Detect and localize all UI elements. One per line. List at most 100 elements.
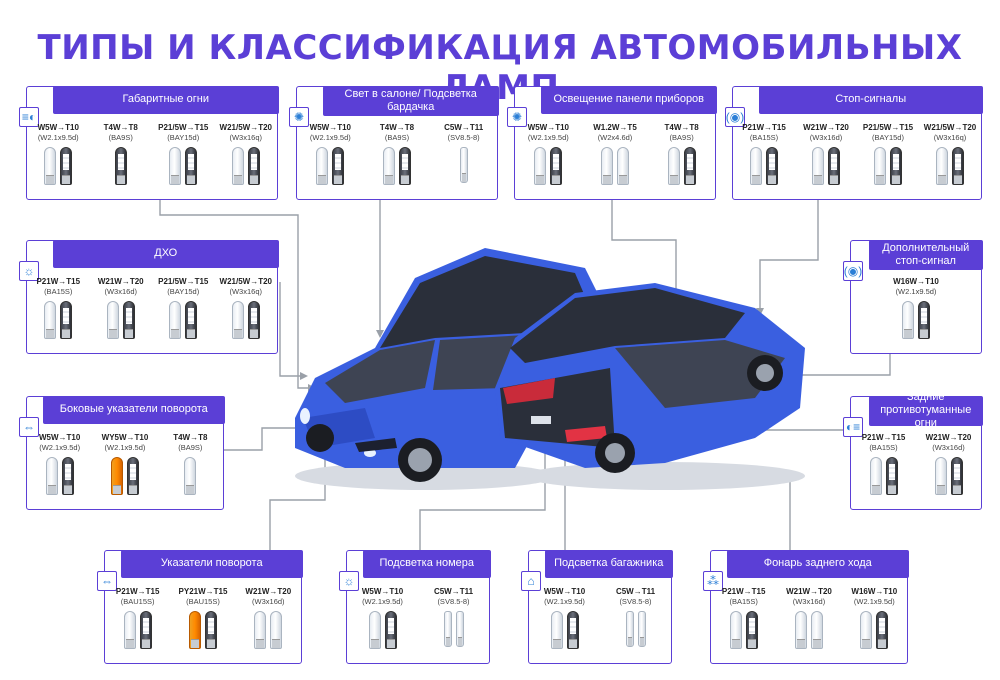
halogen-bulb — [254, 611, 267, 649]
lamp-images — [534, 147, 563, 185]
lamp-code: W5W→T10 — [527, 123, 569, 132]
halogen-bulb — [184, 457, 197, 495]
halogen-bulb — [936, 147, 948, 185]
lamp-base: (BAU15S) — [120, 597, 155, 606]
halogen-bulb — [123, 611, 136, 649]
led-bulb — [876, 611, 889, 649]
lamp-base: (BA15S) — [44, 287, 73, 296]
connector-gabarit — [159, 200, 308, 389]
halogen-bulb — [44, 147, 57, 185]
lamp-base: (W2x4.6d) — [597, 133, 633, 142]
lamp-base: (W3x16d) — [792, 597, 826, 606]
lamp-base: (W2.1x9.5d) — [362, 597, 403, 606]
led-bulb — [60, 301, 73, 339]
halogen-bulb — [44, 301, 57, 339]
card-extrastop: Дополнительный стоп-сигнал (◉) W16W→T10(… — [843, 239, 983, 354]
lamp-item: T4W→T8(BA9S) — [91, 123, 151, 185]
led-bulb — [828, 147, 840, 185]
led-bulb — [61, 457, 74, 495]
connector-stop — [759, 200, 819, 308]
card-number-title: Подсветка номера — [363, 549, 491, 578]
lamp-item: W21/5W→T20(W3x16q) — [216, 277, 276, 339]
led-bulb — [126, 457, 139, 495]
lamp-base: (BA9S) — [669, 133, 694, 142]
led-bulb — [398, 147, 411, 185]
lamp-images — [106, 301, 135, 339]
lamp-images — [316, 147, 345, 185]
card-fog-title: Задние противотуманные огни — [869, 391, 983, 429]
led-bulb — [185, 301, 198, 339]
lamp-base: (BA9S) — [108, 133, 133, 142]
lamp-item: P21/5W→T15(BAY15d) — [153, 277, 213, 339]
halogen-bulb — [934, 457, 947, 495]
lamp-images — [934, 457, 963, 495]
lamp-base: (BAU15S) — [186, 597, 220, 606]
amber-bulb — [110, 457, 123, 495]
card-panel: Освещение панели приборов ✺ W5W→T10(W2.1… — [507, 85, 717, 200]
card-trunk-items: W5W→T10(W2.1x9.5d)C5W→T11(SV8.5-8) — [529, 587, 671, 649]
halogen-bulb — [794, 611, 807, 649]
lamp-item: P21W→T15(BA15S) — [734, 123, 794, 185]
lamp-code: W16W→T10 — [851, 587, 898, 596]
lamp-images — [110, 457, 139, 495]
lamp-item: T4W→T8(BA9S) — [367, 123, 427, 185]
lamp-base: (BA15S) — [869, 443, 898, 452]
lamp-images — [44, 301, 73, 339]
rear-car — [495, 283, 805, 490]
led-bulb — [204, 611, 217, 649]
card-salon: Свет в салоне/ Подсветка бардачка ✺ W5W→… — [289, 85, 499, 200]
card-turn-title: Указатели поворота — [121, 549, 303, 578]
led-bulb — [60, 147, 73, 185]
lamp-code: T4W→T8 — [379, 123, 415, 132]
lamp-base: (W3x16d) — [104, 287, 137, 296]
lamp-code: W21W→T20 — [786, 587, 832, 596]
card-reverse-items: P21W→T15(BA15S)W21W→T20(W3x16d)W16W→T10(… — [711, 587, 907, 649]
lamp-item: C5W→T11(SV8.5-8) — [606, 587, 666, 649]
lamp-code: T4W→T8 — [103, 123, 138, 132]
lamp-code: W5W→T10 — [38, 433, 81, 442]
card-reverse: Фонарь заднего хода ⁂ P21W→T15(BA15S)W21… — [703, 549, 909, 664]
halogen-bulb — [860, 611, 873, 649]
card-side: Боковые указатели поворота ⇔ W5W→T10(W2.… — [19, 395, 225, 510]
rear-fog-light-icon: ◐≡ — [843, 417, 863, 437]
lamp-images — [443, 611, 464, 647]
lamp-images — [44, 147, 73, 185]
lamp-images — [184, 457, 197, 495]
lamp-item: W5W→T10(W2.1x9.5d) — [353, 587, 413, 649]
led-bulb — [766, 147, 778, 185]
lamp-item: T4W→T8(BA9S) — [652, 123, 712, 185]
lamp-images — [254, 611, 283, 649]
license-plate-light-icon: ☼ — [339, 571, 359, 591]
festoon-bulb — [625, 611, 634, 647]
led-bulb — [332, 147, 345, 185]
reverse-light-icon: ⁂ — [703, 571, 723, 591]
lamp-base: (W2.1x9.5d) — [527, 133, 569, 142]
card-dho-items: P21W→T15(BA15S)W21W→T20(W3x16d)P21/5W→T1… — [27, 277, 277, 339]
lamp-images — [812, 147, 840, 185]
lamp-item: P21W→T15(BA15S) — [854, 433, 914, 495]
lamp-images — [382, 147, 411, 185]
lamp-base: (BAY15d) — [872, 133, 904, 142]
lamp-item: P21W→T15(BAU15S) — [108, 587, 168, 649]
lamp-images — [123, 611, 152, 649]
connector-dho — [279, 282, 300, 377]
halogen-bulb — [270, 611, 283, 649]
card-dho: ДХО ☼ P21W→T15(BA15S)W21W→T20(W3x16d)P21… — [19, 239, 279, 354]
card-salon-items: W5W→T10(W2.1x9.5d)T4W→T8(BA9S)C5W→T11(SV… — [297, 123, 497, 185]
lamp-images — [729, 611, 758, 649]
lamp-code: P21/5W→T15 — [158, 123, 209, 132]
lamp-base: (W2.1x9.5d) — [39, 443, 81, 452]
lamp-code: P21W→T15 — [115, 587, 160, 596]
lamp-images — [231, 147, 260, 185]
lamp-base: (BAY15d) — [167, 287, 200, 296]
festoon-bulb — [443, 611, 452, 647]
halogen-bulb — [169, 147, 182, 185]
halogen-bulb — [902, 301, 914, 339]
led-bulb — [566, 611, 579, 649]
lamp-base: (W2.1x9.5d) — [853, 597, 895, 606]
lamp-code: C5W→T11 — [433, 587, 474, 596]
lamp-item: W16W→T10(W2.1x9.5d) — [844, 587, 904, 649]
festoon-bulb — [637, 611, 646, 647]
lamp-item: W21W→T20(W3x16d) — [91, 277, 151, 339]
lamp-code: PY21W→T15 — [178, 587, 228, 596]
